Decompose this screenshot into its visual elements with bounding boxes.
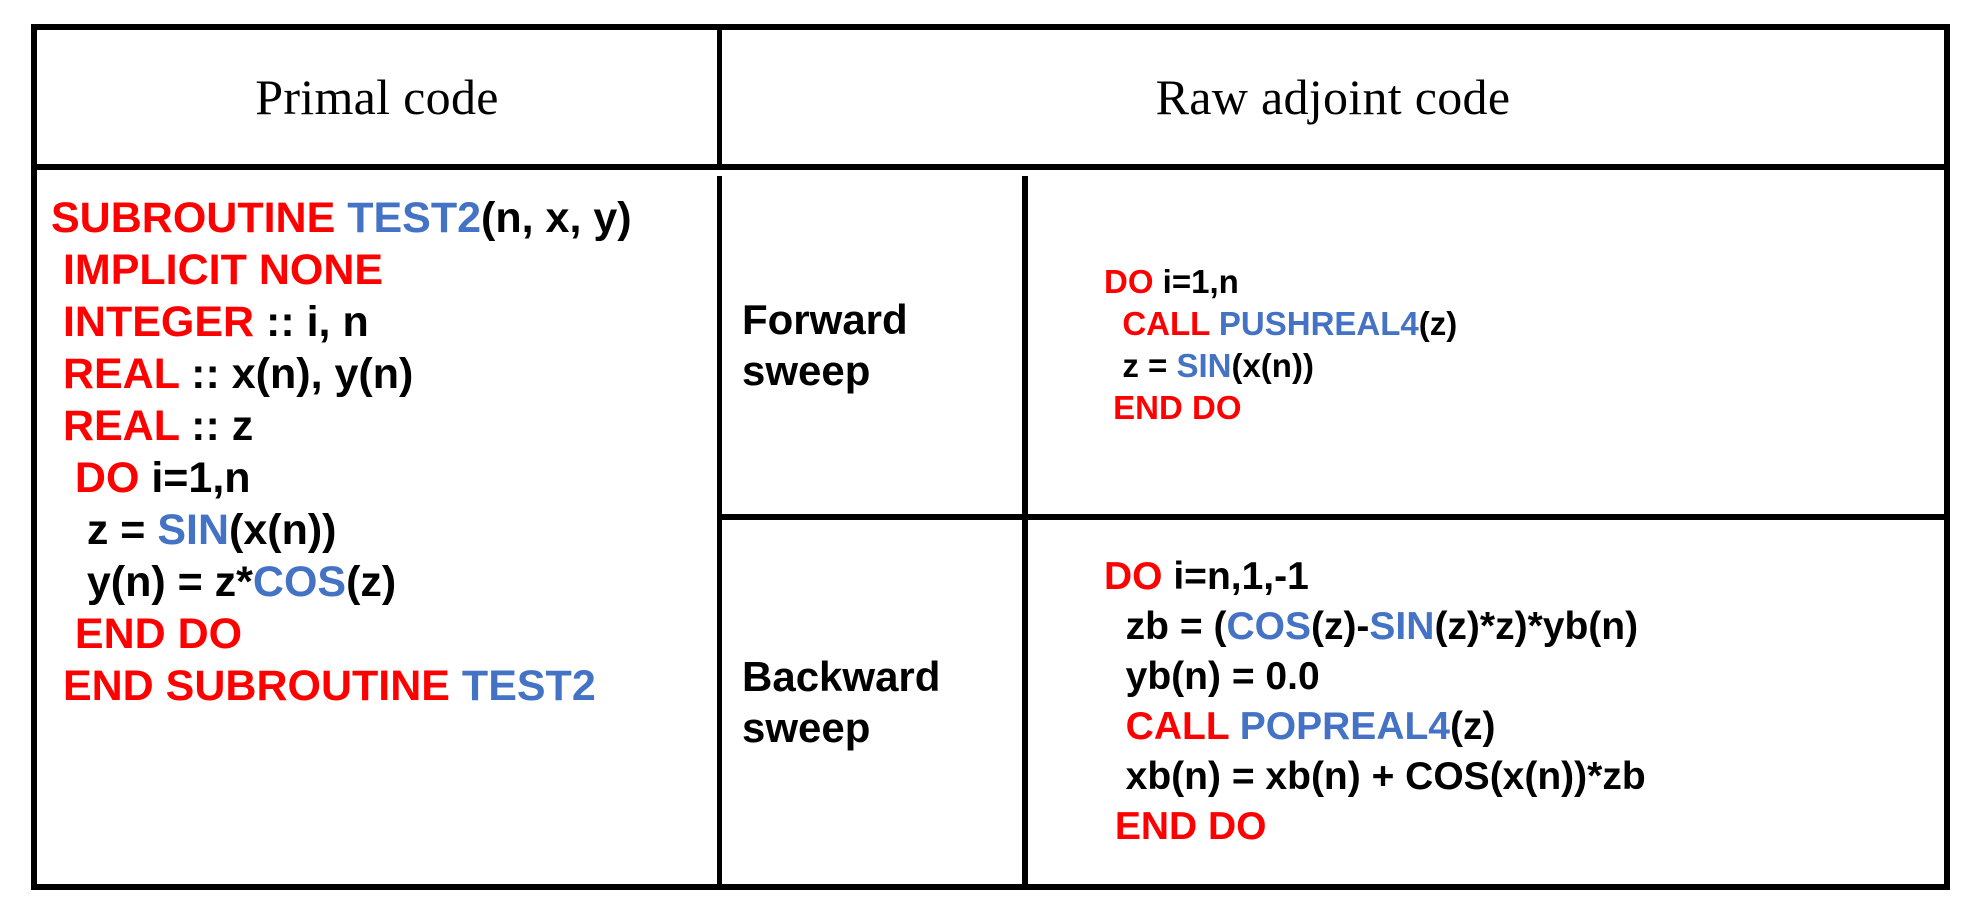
code-line: END DO bbox=[51, 608, 717, 660]
code-token: IMPLICIT NONE bbox=[51, 246, 384, 294]
code-token: END DO bbox=[51, 610, 243, 658]
code-token: (z)*z)*yb(n) bbox=[1434, 605, 1639, 648]
code-token: yb(n) = 0.0 bbox=[1104, 655, 1320, 698]
code-token: y(n) = z* bbox=[51, 558, 253, 606]
code-token: z = bbox=[1104, 347, 1177, 384]
code-line: yb(n) = 0.0 bbox=[1104, 652, 1646, 702]
code-token: SIN bbox=[1369, 605, 1435, 648]
code-token: DO bbox=[1104, 263, 1154, 300]
code-line: DO i=1,n bbox=[51, 452, 717, 504]
header-primal-code: Primal code bbox=[37, 30, 722, 164]
code-token: PUSHREAL4 bbox=[1218, 305, 1419, 342]
code-token: :: x(n), y(n) bbox=[179, 350, 414, 398]
primal-code-block: SUBROUTINE TEST2(n, x, y) IMPLICIT NONE … bbox=[51, 192, 717, 712]
code-token: :: i, n bbox=[254, 298, 369, 346]
code-line: zb = (COS(z)-SIN(z)*z)*yb(n) bbox=[1104, 602, 1646, 652]
code-token: (z)- bbox=[1310, 605, 1370, 648]
code-line: END DO bbox=[1104, 802, 1646, 852]
code-token: REAL bbox=[51, 402, 180, 450]
code-token: DO bbox=[1104, 555, 1163, 598]
code-token: (z) bbox=[1418, 305, 1458, 342]
code-token: i=n,1,-1 bbox=[1162, 555, 1309, 598]
code-token: (n, x, y) bbox=[481, 194, 632, 242]
code-token: (z) bbox=[1450, 705, 1496, 748]
primal-code-cell: SUBROUTINE TEST2(n, x, y) IMPLICIT NONE … bbox=[37, 176, 722, 884]
code-line: INTEGER :: i, n bbox=[51, 296, 717, 348]
table-body-row: SUBROUTINE TEST2(n, x, y) IMPLICIT NONE … bbox=[37, 176, 1944, 884]
code-token: POPREAL4 bbox=[1239, 705, 1450, 748]
code-line: y(n) = z*COS(z) bbox=[51, 556, 717, 608]
code-line: CALL POPREAL4(z) bbox=[1104, 702, 1646, 752]
code-line: END SUBROUTINE TEST2 bbox=[51, 660, 717, 712]
code-token: SUBROUTINE bbox=[51, 194, 348, 242]
code-line: CALL PUSHREAL4(z) bbox=[1104, 303, 1457, 345]
code-line: REAL :: x(n), y(n) bbox=[51, 348, 717, 400]
backward-sweep-code-block: DO i=n,1,-1 zb = (COS(z)-SIN(z)*z)*yb(n)… bbox=[1104, 552, 1646, 852]
code-token: zb = ( bbox=[1104, 605, 1227, 648]
code-line: DO i=n,1,-1 bbox=[1104, 552, 1646, 602]
table-header-row: Primal code Raw adjoint code bbox=[37, 30, 1944, 170]
code-token: TEST2 bbox=[461, 662, 596, 710]
code-token: END DO bbox=[1104, 805, 1267, 848]
code-token: (x(n)) bbox=[229, 506, 337, 554]
code-line: REAL :: z bbox=[51, 400, 717, 452]
code-line: xb(n) = xb(n) + COS(x(n))*zb bbox=[1104, 752, 1646, 802]
code-line: IMPLICIT NONE bbox=[51, 244, 717, 296]
code-token: TEST2 bbox=[347, 194, 482, 242]
code-token: CALL bbox=[1104, 705, 1240, 748]
code-token: END SUBROUTINE bbox=[51, 662, 462, 710]
code-token: COS bbox=[252, 558, 347, 606]
backward-sweep-code-cell: DO i=n,1,-1 zb = (COS(z)-SIN(z)*z)*yb(n)… bbox=[1028, 520, 1944, 884]
code-token: (z) bbox=[346, 558, 397, 606]
code-token: i=1,n bbox=[139, 454, 251, 502]
code-token: DO bbox=[51, 454, 140, 502]
forward-sweep-code-cell: DO i=1,n CALL PUSHREAL4(z) z = SIN(x(n))… bbox=[1028, 176, 1944, 514]
code-token: :: z bbox=[179, 402, 254, 450]
code-line: SUBROUTINE TEST2(n, x, y) bbox=[51, 192, 717, 244]
code-token: xb(n) = xb(n) + COS(x(n))*zb bbox=[1104, 755, 1646, 798]
code-token: SIN bbox=[157, 506, 230, 554]
comparison-table: Primal code Raw adjoint code SUBROUTINE … bbox=[31, 24, 1950, 890]
code-token: i=1,n bbox=[1153, 263, 1239, 300]
code-token: CALL bbox=[1104, 305, 1219, 342]
forward-sweep-code-block: DO i=1,n CALL PUSHREAL4(z) z = SIN(x(n))… bbox=[1104, 261, 1457, 429]
code-line: z = SIN(x(n)) bbox=[1104, 345, 1457, 387]
code-token: REAL bbox=[51, 350, 180, 398]
code-line: z = SIN(x(n)) bbox=[51, 504, 717, 556]
code-token: INTEGER bbox=[51, 298, 255, 346]
code-line: END DO bbox=[1104, 387, 1457, 429]
code-line: DO i=1,n bbox=[1104, 261, 1457, 303]
code-token: COS bbox=[1226, 605, 1311, 648]
header-raw-adjoint-code: Raw adjoint code bbox=[1155, 69, 1511, 125]
code-token: END DO bbox=[1104, 389, 1242, 426]
code-token: (x(n)) bbox=[1231, 347, 1314, 384]
code-token: SIN bbox=[1176, 347, 1232, 384]
code-token: z = bbox=[51, 506, 158, 554]
